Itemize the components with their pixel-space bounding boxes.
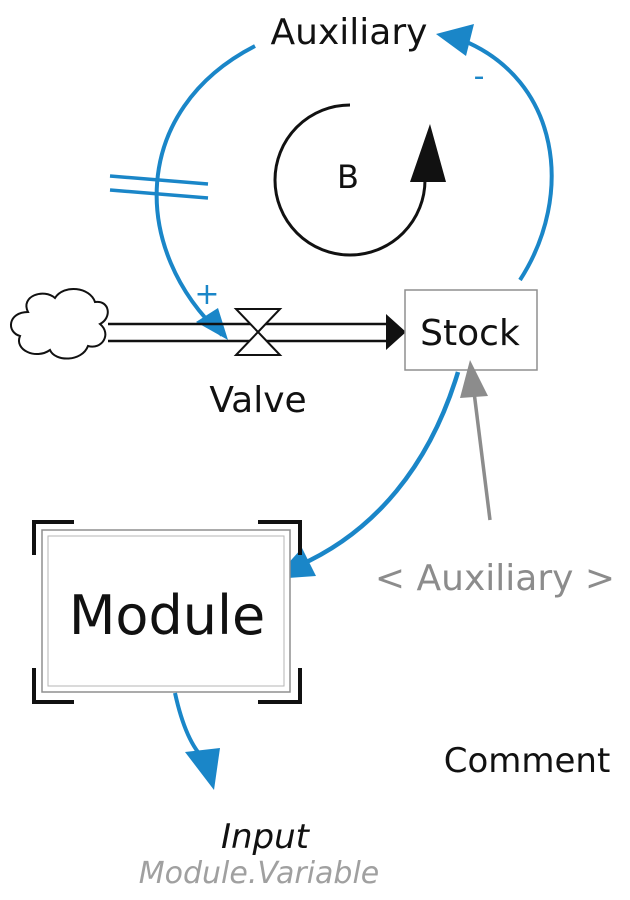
link-module-to-input-arrowhead — [185, 748, 220, 790]
flow-arrowhead — [386, 314, 406, 350]
link-auxiliary-to-valve[interactable] — [154, 44, 256, 337]
input-variable[interactable]: Input — [221, 817, 311, 857]
link-shadow-to-stock[interactable] — [472, 391, 492, 521]
link-shadow-to-stock-arrowhead — [460, 360, 488, 398]
auxiliary-variable[interactable]: Auxiliary — [271, 12, 428, 53]
link-stock-to-auxiliary[interactable] — [461, 38, 554, 282]
module-corner-tl — [32, 520, 74, 555]
loop-indicator-arc — [273, 103, 427, 257]
shadow-auxiliary-variable[interactable]: < Auxiliary > — [375, 558, 615, 599]
module-corner-tr — [258, 520, 302, 555]
module-inner-box — [47, 535, 285, 687]
module-corner-bl — [32, 668, 74, 704]
stock-label: Stock — [420, 313, 520, 354]
link-stock-to-auxiliary-arrowhead — [436, 24, 474, 56]
loop-indicator-arrowhead — [410, 124, 446, 182]
loop-polarity-label: B — [337, 158, 359, 196]
link-module-to-input[interactable] — [173, 692, 207, 762]
delay-mark-1 — [109, 174, 209, 186]
valve-label[interactable]: Valve — [209, 380, 306, 421]
valve-icon[interactable] — [233, 308, 283, 356]
module-outer-box — [41, 529, 291, 693]
module-corner-br — [258, 668, 302, 704]
delay-mark-2 — [109, 188, 209, 200]
module-node[interactable]: Module — [32, 520, 302, 704]
input-subtitle: Module.Variable — [139, 856, 380, 891]
link-stock-to-module[interactable] — [297, 371, 461, 569]
polarity-minus: - — [474, 59, 485, 94]
source-cloud[interactable] — [10, 288, 109, 360]
polarity-plus: + — [194, 277, 219, 312]
module-label: Module — [69, 584, 265, 647]
comment-text[interactable]: Comment — [444, 741, 611, 781]
